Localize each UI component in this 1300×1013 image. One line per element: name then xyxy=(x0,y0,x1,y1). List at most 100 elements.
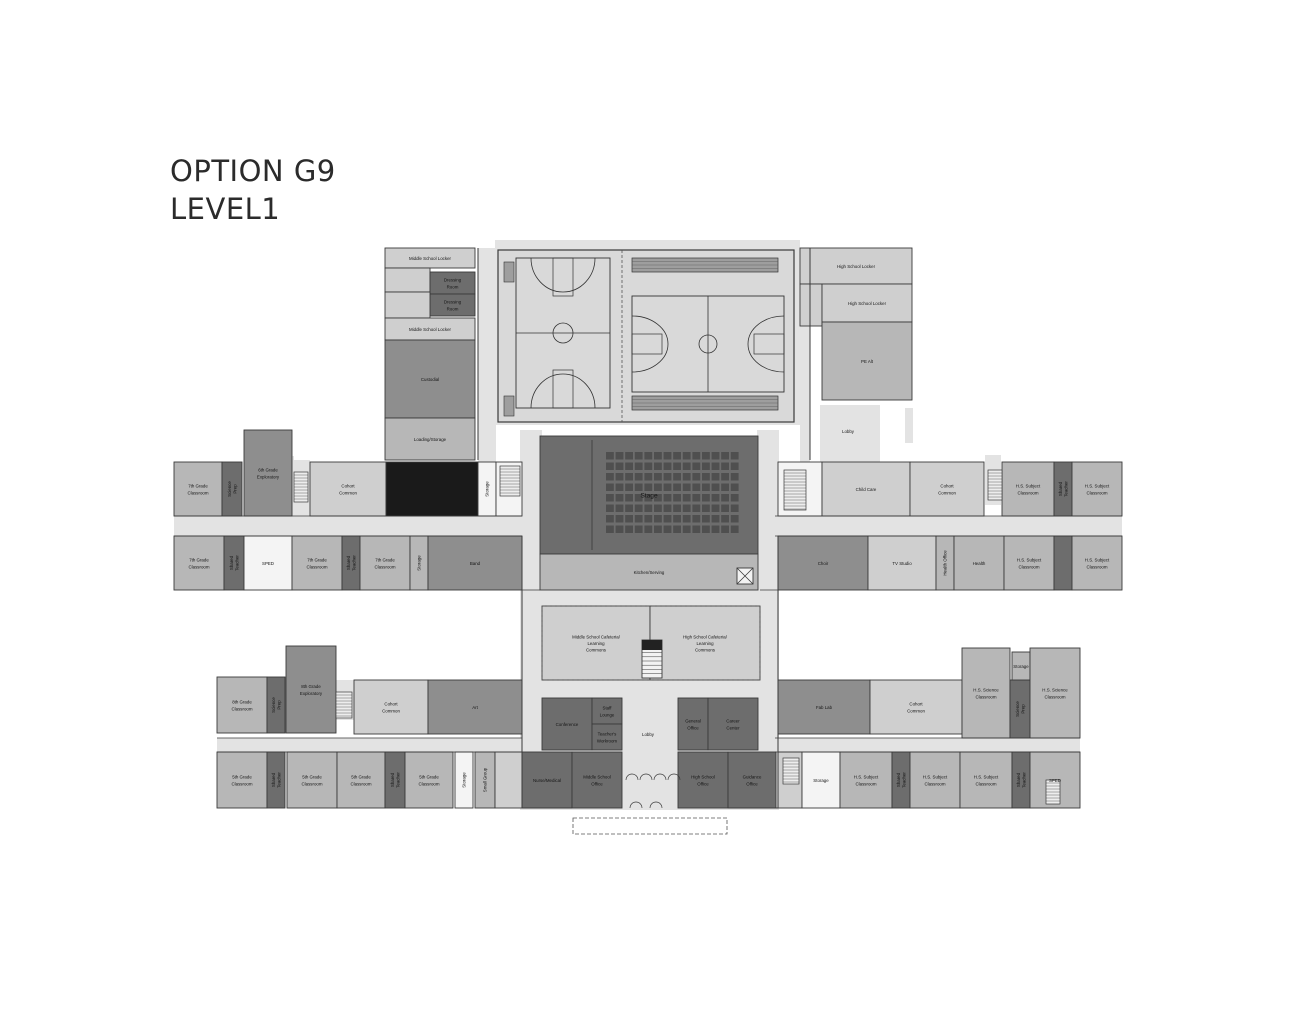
label-child-care: Child Care xyxy=(856,487,877,492)
seat-block xyxy=(606,494,614,502)
label-hs-locker-top: High School Locker xyxy=(837,264,876,269)
door-swing xyxy=(625,773,639,781)
label-nurse-medical: Nurse/Medical xyxy=(533,778,561,783)
label-tv-studio: TV Studio xyxy=(892,561,912,566)
seat-block xyxy=(692,483,701,491)
room-hs-locker-bottom xyxy=(821,283,913,323)
seat-block xyxy=(702,452,710,460)
court-a-key-bottom xyxy=(552,369,574,409)
seat-block xyxy=(702,525,710,533)
label-shared-teacher-7a: SharedTeacher xyxy=(229,555,240,571)
seat-block xyxy=(682,462,691,470)
room-science-prep-8 xyxy=(266,676,286,734)
seat-block xyxy=(673,473,681,481)
gym-floor xyxy=(497,249,795,423)
seat-block xyxy=(711,462,720,470)
label-science-prep-hs: SciencePrep xyxy=(1015,701,1026,717)
room-cohort-common-se xyxy=(869,679,963,735)
label-choir: Choir xyxy=(818,561,829,566)
label-shared-teacher-5a: SharedTeacher xyxy=(271,772,282,788)
seat-block xyxy=(625,452,633,460)
seat-block xyxy=(721,483,729,491)
seat-block xyxy=(721,525,729,533)
seat-block xyxy=(615,515,624,523)
room-health xyxy=(953,535,1005,591)
room-choir xyxy=(777,535,869,591)
seat-block xyxy=(682,494,691,502)
seat-block xyxy=(644,462,653,470)
room-unlabeled-4 xyxy=(384,291,431,319)
plan-title-option: OPTION G9 xyxy=(170,154,336,188)
seat-block xyxy=(692,452,701,460)
label-small-group: Small Group xyxy=(483,767,488,792)
seat-block xyxy=(702,483,710,491)
room-sped-w xyxy=(243,535,293,591)
label-science-prep-8: SciencePrep xyxy=(271,697,282,713)
label-storage-band: Storage xyxy=(417,555,422,571)
court-b-key-left xyxy=(631,333,663,355)
room-grade5-classroom-c xyxy=(336,751,386,809)
room-unlabeled-9 xyxy=(799,283,823,327)
label-conference: Conference xyxy=(556,722,579,727)
seat-block xyxy=(625,483,633,491)
seat-block xyxy=(654,473,662,481)
court-a-center-circle xyxy=(552,322,574,344)
label-storage-hs-sci: Storage xyxy=(1013,664,1029,669)
seat-block xyxy=(634,494,643,502)
seat-block xyxy=(730,494,739,502)
seat-block xyxy=(721,473,729,481)
seat-block xyxy=(702,494,710,502)
label-custodial: Custodial xyxy=(421,377,439,382)
door-swing xyxy=(667,773,681,781)
seat-block xyxy=(654,525,662,533)
seat-block xyxy=(654,494,662,502)
stair-2 xyxy=(335,691,353,719)
seat-block xyxy=(634,473,643,481)
label-shared-teacher-7b: SharedTeacher xyxy=(346,555,357,571)
seat-block xyxy=(615,525,624,533)
room-hs-office xyxy=(677,751,729,809)
room-kitchen-serving xyxy=(539,553,759,591)
room-grade5-classroom-b xyxy=(286,751,338,809)
seat-block xyxy=(663,473,672,481)
seat-block xyxy=(654,462,662,470)
label-storage-se: Storage xyxy=(813,778,829,783)
room-staff-lounge xyxy=(591,697,623,725)
label-sped-w: SPED xyxy=(262,561,274,566)
seat-block xyxy=(606,483,614,491)
seat-block xyxy=(730,504,739,512)
seat-block xyxy=(692,494,701,502)
seat-block xyxy=(663,462,672,470)
room-unlabeled-69 xyxy=(494,751,523,809)
seat-block xyxy=(711,525,720,533)
seat-block xyxy=(702,515,710,523)
seat-block xyxy=(625,504,633,512)
room-hs-subject-ne1 xyxy=(1001,461,1055,517)
seat-block xyxy=(673,494,681,502)
seat-block xyxy=(615,504,624,512)
corridor-9 xyxy=(217,738,522,752)
plan-title-level: LEVEL1 xyxy=(170,192,281,226)
room-unlabeled-17 xyxy=(385,461,479,517)
seat-block xyxy=(673,452,681,460)
corridor-2 xyxy=(800,248,810,518)
room-hs-science-1 xyxy=(961,647,1011,739)
seat-block xyxy=(615,462,624,470)
court-b-key-right xyxy=(753,333,785,355)
side-bleacher-0 xyxy=(503,261,515,283)
label-art: Art xyxy=(472,705,478,710)
corridor-4 xyxy=(775,516,1122,536)
room-hs-subject-s1 xyxy=(839,751,893,809)
seat-block xyxy=(673,525,681,533)
label-ms-locker-top: Middle School Locker xyxy=(409,256,452,261)
plan-linework xyxy=(174,248,1122,835)
